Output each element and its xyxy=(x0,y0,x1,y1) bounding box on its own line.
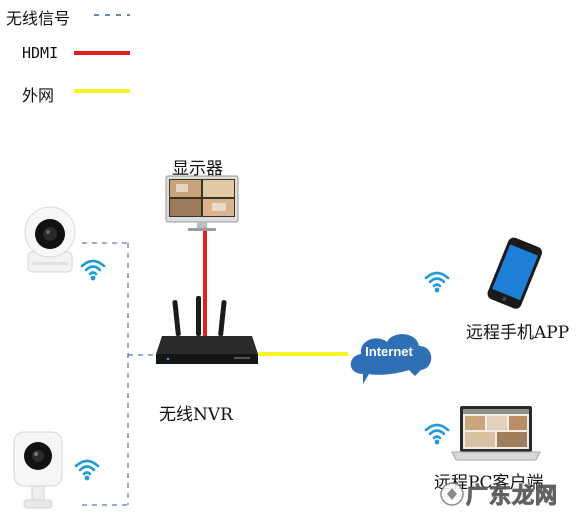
wifi-icon xyxy=(424,423,450,445)
legend-wan-line xyxy=(74,89,130,93)
wireless-link-lines xyxy=(82,242,160,506)
smartphone-icon xyxy=(487,237,542,309)
wifi-icon xyxy=(74,459,100,481)
legend-hdmi-label: HDMI xyxy=(22,44,59,62)
legend-hdmi-line xyxy=(74,51,130,55)
laptop-icon xyxy=(451,406,541,461)
cloud-icon: Internet xyxy=(350,334,432,384)
wifi-icon xyxy=(424,271,450,293)
legend-wireless-label: 无线信号 xyxy=(6,9,71,28)
dome-camera-icon xyxy=(24,206,76,273)
cube-camera-icon xyxy=(13,431,63,509)
wifi-icon xyxy=(80,259,106,281)
watermark-logo-icon xyxy=(440,482,464,506)
internet-label: Internet xyxy=(365,344,413,359)
monitor-label: 显示器 xyxy=(172,159,223,179)
legend-wan-label: 外网 xyxy=(22,86,55,105)
watermark: 广东龙网 xyxy=(440,476,580,512)
nvr-label: 无线NVR xyxy=(159,405,233,425)
nvr-router-icon xyxy=(156,296,258,364)
monitor-icon xyxy=(165,175,239,231)
watermark-text: 广东龙网 xyxy=(465,484,559,510)
phone-label: 远程手机APP xyxy=(466,323,570,343)
